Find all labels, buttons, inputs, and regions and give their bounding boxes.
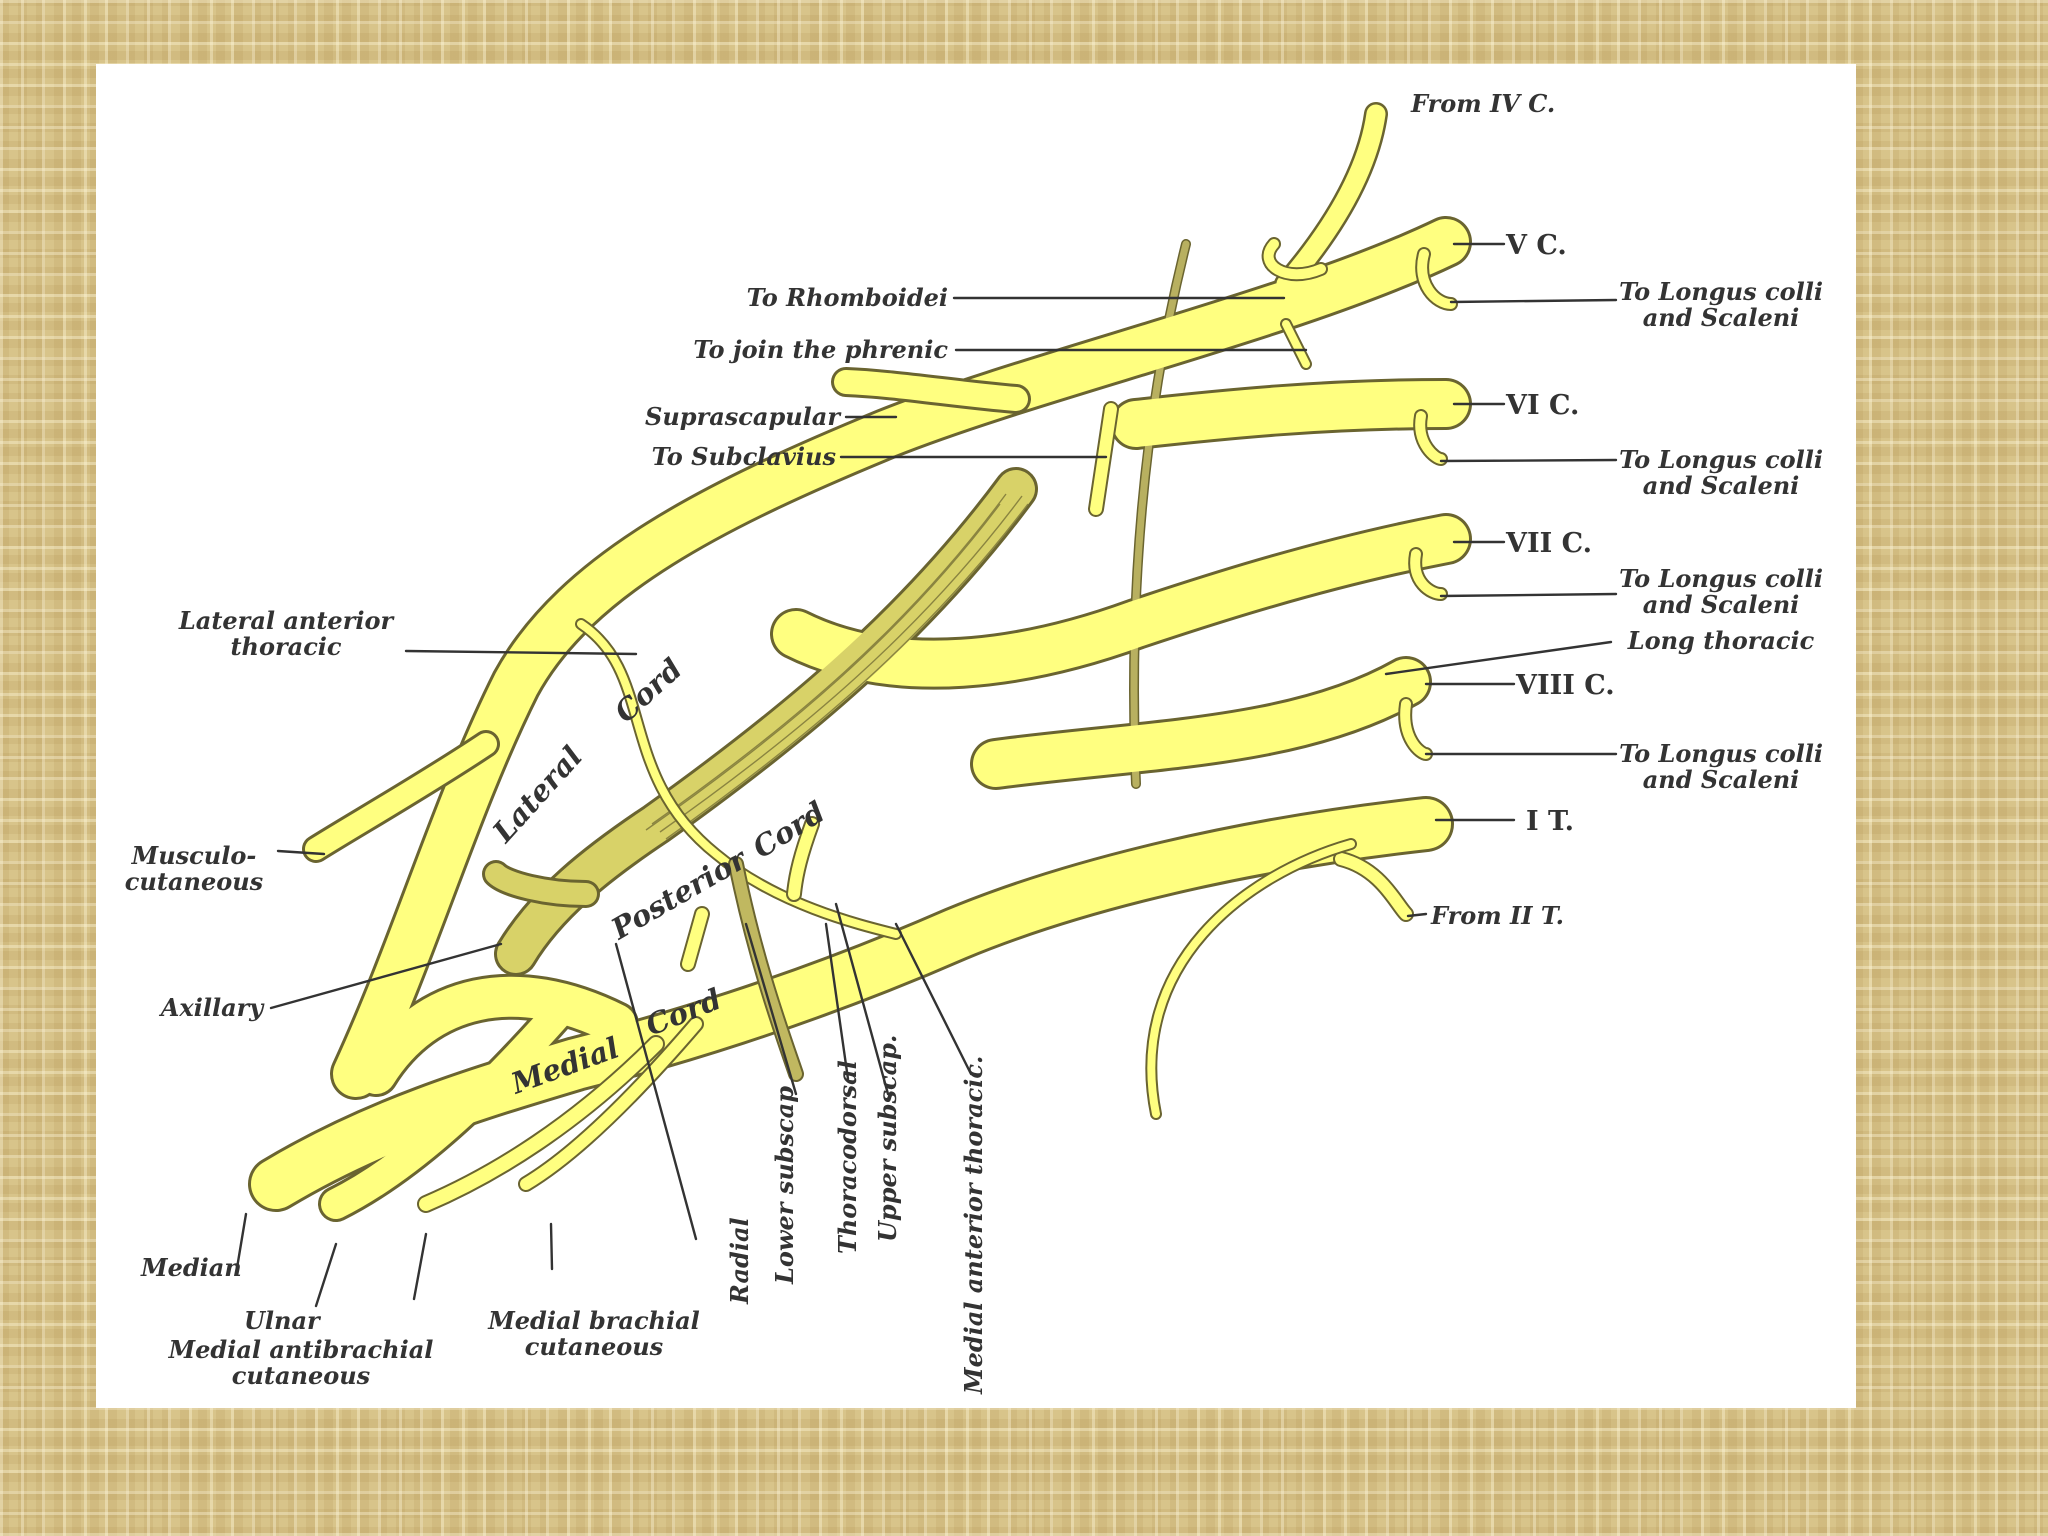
label-ulnar: Ulnar bbox=[244, 1306, 322, 1335]
vi-c-nerve bbox=[1113, 381, 1469, 447]
label-long-thoracic: Long thoracic bbox=[1627, 626, 1815, 655]
label-longus-1b: and Scaleni bbox=[1643, 303, 1800, 332]
suprascapular-branch bbox=[834, 370, 1028, 411]
label-phrenic: To join the phrenic bbox=[693, 335, 948, 364]
label-v-c: V C. bbox=[1505, 230, 1567, 261]
leader-lines bbox=[234, 242, 1618, 1308]
label-musculocutaneous-b: cutaneous bbox=[125, 867, 264, 896]
label-from-iv-c: From IV C. bbox=[1410, 89, 1555, 118]
intercostal-arc bbox=[1147, 840, 1355, 1118]
label-longus-3a: To Longus colli bbox=[1619, 564, 1823, 593]
medial-brachial-cutaneous-branch bbox=[520, 1018, 702, 1190]
label-posterior-cord: Cord bbox=[747, 795, 831, 865]
from-ii-t-branch bbox=[1335, 853, 1412, 920]
label-medial-antibrachial-a: Medial antibrachial bbox=[168, 1335, 434, 1364]
label-medial-anterior-thoracic: Medial anterior thoracic. bbox=[959, 1056, 988, 1395]
right-labels: To Longus colli and Scaleni To Longus co… bbox=[1619, 277, 1823, 794]
top-labels: To Rhomboidei To join the phrenic Supras… bbox=[645, 283, 948, 471]
lower-subscap-branch bbox=[682, 908, 708, 970]
brachial-plexus-diagram: From IV C. V C. VI C. VII C. VIII C. I T… bbox=[125, 89, 1823, 1395]
label-vii-c: VII C. bbox=[1505, 528, 1592, 559]
label-lateral-anterior-thoracic-a: Lateral anterior bbox=[178, 606, 396, 635]
upper-subscap-branch bbox=[788, 818, 818, 900]
diagram-panel: From IV C. V C. VI C. VII C. VIII C. I T… bbox=[96, 64, 1856, 1408]
vii-c-nerve bbox=[773, 516, 1469, 687]
label-longus-1a: To Longus colli bbox=[1619, 277, 1823, 306]
label-median: Median bbox=[140, 1253, 242, 1282]
label-lateral-anterior-thoracic-b: thoracic bbox=[230, 632, 341, 661]
label-longus-2b: and Scaleni bbox=[1643, 471, 1800, 500]
rhomboidei-branch bbox=[1263, 239, 1326, 280]
label-vi-c: VI C. bbox=[1505, 390, 1579, 421]
left-labels: Lateral anterior thoracic Musculo- cutan… bbox=[125, 606, 396, 1022]
label-longus-4b: and Scaleni bbox=[1643, 765, 1800, 794]
label-medial-brachial-b: cutaneous bbox=[525, 1332, 664, 1361]
label-viii-c: VIII C. bbox=[1515, 670, 1615, 701]
axillary-branch bbox=[485, 863, 597, 905]
label-radial: Radial bbox=[725, 1217, 754, 1305]
root-labels: From IV C. V C. VI C. VII C. VIII C. I T… bbox=[1410, 89, 1615, 930]
label-longus-3b: and Scaleni bbox=[1643, 590, 1800, 619]
lateral-cord-nerve bbox=[333, 219, 1469, 1097]
label-suprascapular: Suprascapular bbox=[645, 402, 842, 431]
label-upper-subscap: Upper subscap. bbox=[873, 1035, 902, 1242]
label-rhomboidei: To Rhomboidei bbox=[747, 283, 948, 312]
label-longus-4a: To Longus colli bbox=[1619, 739, 1823, 768]
bottom-labels: Median Ulnar Medial antibrachial cutaneo… bbox=[140, 1035, 988, 1395]
label-medial-antibrachial-b: cutaneous bbox=[232, 1361, 371, 1390]
phrenic-branch bbox=[1282, 320, 1310, 368]
ulnar-nerve bbox=[321, 989, 581, 1219]
label-axillary: Axillary bbox=[159, 993, 265, 1022]
medial-antibrachial-cutaneous-branch bbox=[419, 1037, 663, 1211]
posterior-cord-hatching bbox=[645, 493, 1029, 840]
musculocutaneous-branch bbox=[305, 733, 497, 860]
label-medial-brachial-a: Medial brachial bbox=[487, 1306, 700, 1335]
viii-c-nerve bbox=[973, 659, 1429, 787]
label-musculocutaneous-a: Musculo- bbox=[131, 841, 257, 870]
label-i-t: I T. bbox=[1526, 806, 1574, 837]
subclavius-branch bbox=[1090, 403, 1117, 515]
label-thoracodorsal: Thoracodorsal bbox=[833, 1060, 862, 1254]
label-subclavius: To Subclavius bbox=[652, 442, 837, 471]
label-longus-2a: To Longus colli bbox=[1619, 445, 1823, 474]
label-from-ii-t: From II T. bbox=[1430, 901, 1564, 930]
thoracodorsal-branch bbox=[730, 858, 802, 1080]
label-lower-subscap: Lower subscap bbox=[770, 1086, 799, 1285]
